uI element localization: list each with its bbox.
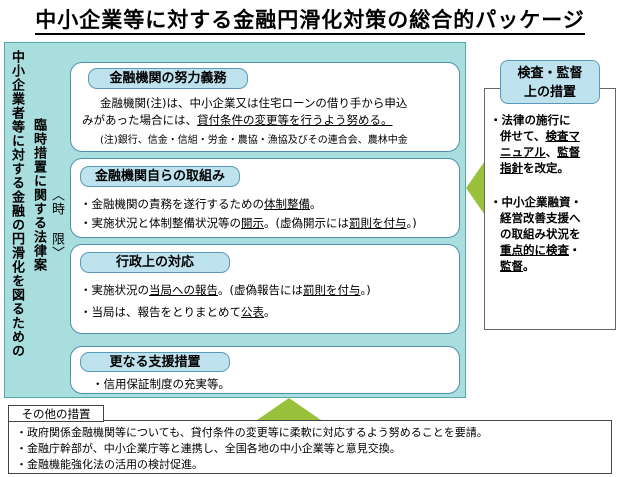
inspection-p2-l3: の取組み状況を — [500, 227, 581, 241]
support-line-1: ・信用保証制度の充実等。 — [92, 377, 230, 391]
inspection-p2-l5: 監督。 — [500, 259, 535, 273]
other-measures-item-3: ・金融機能強化法の活用の検討促進。 — [16, 458, 203, 471]
other-measures-item-1: ・政府関係金融機関等についても、貸付条件の変更等に柔軟に対応するよう努めることを… — [16, 426, 488, 439]
efforts-note: (注)銀行、信金・信組・労金・農協・漁協及びその連合会、農林中金 — [100, 135, 408, 146]
support-heading: 更なる支援措置 — [80, 352, 230, 372]
efforts-line-1: 金融機関(注)は、中小企業又は住宅ローンの借り手から申込 — [100, 96, 408, 110]
inspection-heading: 検査・監督 上の措置 — [500, 60, 600, 104]
inspection-p2-l2: 経営改善支援へ — [500, 211, 581, 225]
inspection-p2-l1: ・中小企業融資・ — [490, 195, 582, 209]
other-measures-box — [8, 420, 612, 474]
law-vertical-term: 〈時 限〉 — [49, 188, 64, 260]
admin-line-1: ・実施状況の当局への報告。(虚偽報告には罰則を付与。) — [80, 283, 371, 297]
admin-line-2: ・当局は、報告をとりまとめて公表。 — [80, 305, 276, 319]
initiatives-heading: 金融機関自らの取組み — [80, 166, 240, 187]
initiatives-line-2: ・実施状況と体制整備状況等の開示。(虚偽開示には罰則を付与。) — [80, 216, 417, 230]
other-measures-item-2: ・金融庁幹部が、中小企業庁等と連携し、全国各地の中小企業等と意見交換。 — [16, 442, 401, 455]
inspection-p2-l4: 重点的に検査・ — [500, 243, 581, 257]
other-measures-label: その他の措置 — [8, 405, 104, 422]
admin-heading: 行政上の対応 — [80, 252, 230, 273]
inspection-p1-l3: ニュアル、監督 — [500, 145, 581, 159]
inspection-p1-l4: 指針を改定。 — [500, 161, 569, 175]
inspection-p1-l2: 併せて、検査マ — [500, 129, 580, 143]
law-vertical-main: 中小企業者等に対する金融の円滑化を図るための — [9, 50, 24, 358]
page-title: 中小企業等に対する金融円滑化対策の総合的パッケージ — [0, 4, 620, 35]
efforts-heading: 金融機関の努力義務 — [88, 68, 248, 89]
law-vertical-sub: 臨時措置に関する法律案 — [31, 118, 46, 272]
efforts-line-2: みがあった場合には、貸付条件の変更等を行うよう努める。 — [82, 113, 393, 127]
initiatives-line-1: ・金融機関の責務を遂行するための体制整備。 — [80, 197, 322, 211]
up-arrow-icon — [257, 398, 321, 420]
inspection-p1-l1: ・法律の施行に — [490, 113, 571, 127]
inspection-panel — [484, 88, 616, 330]
